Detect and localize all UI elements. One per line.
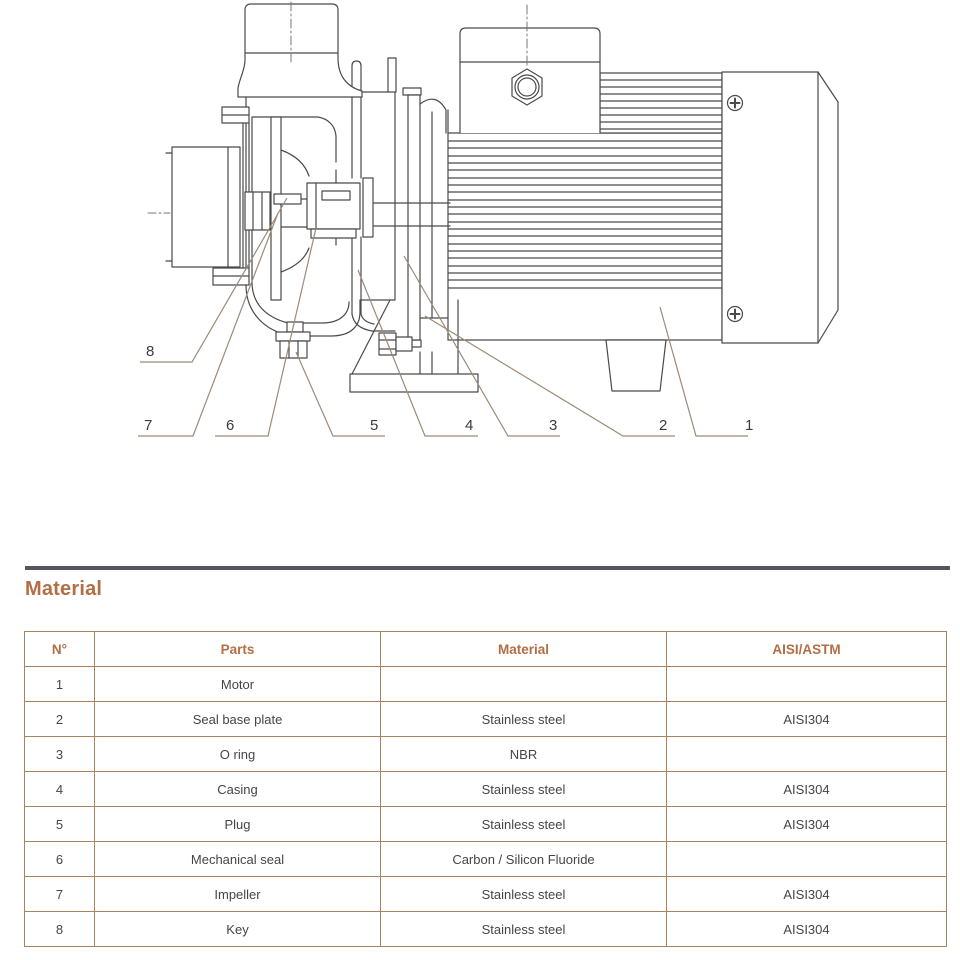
table-row: 1 Motor xyxy=(24,666,947,702)
callout-number-5: 5 xyxy=(370,417,378,434)
cell-no: 8 xyxy=(24,911,95,947)
callout-number-4: 4 xyxy=(465,417,473,434)
cell-aisi xyxy=(666,736,947,772)
column-header-no: N° xyxy=(24,631,95,667)
cell-no: 7 xyxy=(24,876,95,912)
suction-flange xyxy=(147,146,241,268)
cell-material: Stainless steel xyxy=(380,806,667,842)
table-row: 3 O ring NBR xyxy=(24,736,947,772)
cell-aisi: AISI304 xyxy=(666,876,947,912)
cell-part: Casing xyxy=(94,771,381,807)
foot-bolt xyxy=(378,332,413,356)
table-row: 5 Plug Stainless steel AISI304 xyxy=(24,806,947,842)
cell-no: 4 xyxy=(24,771,95,807)
leader-8 xyxy=(140,197,288,363)
cell-part: Mechanical seal xyxy=(94,841,381,877)
cell-no: 5 xyxy=(24,806,95,842)
pump-cover-plate xyxy=(212,106,250,286)
table-row: 6 Mechanical seal Carbon / Silicon Fluor… xyxy=(24,841,947,877)
cell-material xyxy=(380,666,667,702)
shaft-key xyxy=(273,193,302,205)
cell-aisi xyxy=(666,841,947,877)
motor-bracket xyxy=(419,98,449,319)
callout-number-1: 1 xyxy=(745,417,753,434)
cell-part: Seal base plate xyxy=(94,701,381,737)
cell-material: Stainless steel xyxy=(380,911,667,947)
drain-plug xyxy=(275,321,311,359)
cell-aisi: AISI304 xyxy=(666,911,947,947)
cell-aisi: AISI304 xyxy=(666,771,947,807)
callout-numbers: 8 7 6 5 4 3 2 1 xyxy=(144,343,753,434)
leader-1 xyxy=(659,306,748,437)
cell-no: 3 xyxy=(24,736,95,772)
callout-number-7: 7 xyxy=(144,417,152,434)
leader-6 xyxy=(215,227,317,437)
table-row: 4 Casing Stainless steel AISI304 xyxy=(24,771,947,807)
cell-material: Stainless steel xyxy=(380,771,667,807)
cell-no: 6 xyxy=(24,841,95,877)
pump-foot xyxy=(349,299,479,393)
material-table: N° Parts Material AISI/ASTM 1 Motor 2 Se… xyxy=(24,631,947,947)
discharge-port xyxy=(237,1,363,98)
screw-icon xyxy=(726,94,744,112)
table-header-row: N° Parts Material AISI/ASTM xyxy=(24,631,947,667)
cell-aisi: AISI304 xyxy=(666,701,947,737)
column-header-material: Material xyxy=(380,631,667,667)
table-row: 8 Key Stainless steel AISI304 xyxy=(24,911,947,947)
cell-part: Impeller xyxy=(94,876,381,912)
cell-part: Key xyxy=(94,911,381,947)
section-title: Material xyxy=(25,578,103,600)
cell-part: Plug xyxy=(94,806,381,842)
section-divider xyxy=(25,566,950,570)
casing-back-wall xyxy=(351,57,397,332)
motor-fins xyxy=(447,140,723,289)
callout-number-8: 8 xyxy=(146,343,154,360)
column-header-aisi-astm: AISI/ASTM xyxy=(666,631,947,667)
cell-no: 1 xyxy=(24,666,95,702)
cell-no: 2 xyxy=(24,701,95,737)
leader-5 xyxy=(295,351,385,437)
table-row: 2 Seal base plate Stainless steel AISI30… xyxy=(24,701,947,737)
screw-icon xyxy=(726,305,744,323)
leader-4 xyxy=(357,269,478,437)
pump-cross-section-drawing: 8 7 6 5 4 3 2 1 xyxy=(138,1,839,437)
motor-body xyxy=(447,72,723,341)
cell-material: Stainless steel xyxy=(380,701,667,737)
leader-7 xyxy=(138,212,279,437)
callout-number-2: 2 xyxy=(659,417,667,434)
mechanical-seal xyxy=(306,182,361,239)
cell-material: Carbon / Silicon Fluoride xyxy=(380,841,667,877)
motor-foot xyxy=(605,339,667,392)
leader-3 xyxy=(403,255,560,437)
cell-aisi xyxy=(666,666,947,702)
motor-end-cap xyxy=(721,71,839,344)
terminal-box xyxy=(459,4,601,134)
cell-material: Stainless steel xyxy=(380,876,667,912)
seal-base-plate xyxy=(402,87,422,348)
callout-number-3: 3 xyxy=(549,417,557,434)
leader-2 xyxy=(424,315,675,437)
shaft-sleeve xyxy=(362,177,374,238)
cell-part: Motor xyxy=(94,666,381,702)
column-header-parts: Parts xyxy=(94,631,381,667)
cell-material: NBR xyxy=(380,736,667,772)
callout-number-6: 6 xyxy=(226,417,234,434)
callout-leaders xyxy=(138,197,748,437)
cell-aisi: AISI304 xyxy=(666,806,947,842)
motor-fins-upper xyxy=(599,79,723,130)
cell-part: O ring xyxy=(94,736,381,772)
table-row: 7 Impeller Stainless steel AISI304 xyxy=(24,876,947,912)
impeller-nut xyxy=(244,191,271,231)
